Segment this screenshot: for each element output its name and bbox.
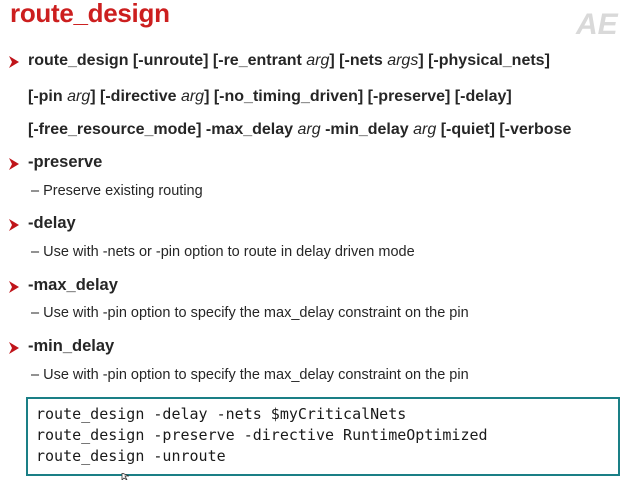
syntax-line-3: [-free_resource_mode] -max_delay arg -mi… <box>28 121 572 138</box>
bullet-arrow-icon <box>9 342 19 354</box>
option-desc-preserve: – Preserve existing routing <box>31 183 203 199</box>
bullet-arrow-icon <box>9 281 19 293</box>
option-desc-min-delay: – Use with -pin option to specify the ma… <box>31 367 469 383</box>
logo-text: AE <box>575 8 619 40</box>
bullet-arrow-icon <box>9 56 19 68</box>
option-name-preserve: -preserve <box>28 153 103 171</box>
bullet-arrow-icon <box>9 158 19 170</box>
option-desc-delay: – Use with -nets or -pin option to route… <box>31 244 415 260</box>
code-line: route_design -delay -nets $myCriticalNet… <box>36 405 407 423</box>
syntax-cmd: route_design <box>28 52 129 69</box>
code-line: route_design -preserve -directive Runtim… <box>36 426 488 444</box>
code-example-box: route_design -delay -nets $myCriticalNet… <box>26 397 620 476</box>
option-name-delay: -delay <box>28 214 76 232</box>
syntax-line-1: route_design [-unroute] [-re_entrant arg… <box>28 52 550 69</box>
bullet-arrow-icon <box>9 219 19 231</box>
code-line: route_design -unroute <box>36 447 226 465</box>
option-name-max-delay: -max_delay <box>28 276 118 294</box>
option-desc-max-delay: – Use with -pin option to specify the ma… <box>31 305 469 321</box>
company-logo: AE <box>575 8 619 40</box>
option-name-min-delay: -min_delay <box>28 337 115 355</box>
slide-title: route_design <box>10 0 170 28</box>
syntax-line-2: [-pin arg] [-directive arg] [-no_timing_… <box>28 88 512 105</box>
mouse-cursor-icon <box>121 473 130 480</box>
